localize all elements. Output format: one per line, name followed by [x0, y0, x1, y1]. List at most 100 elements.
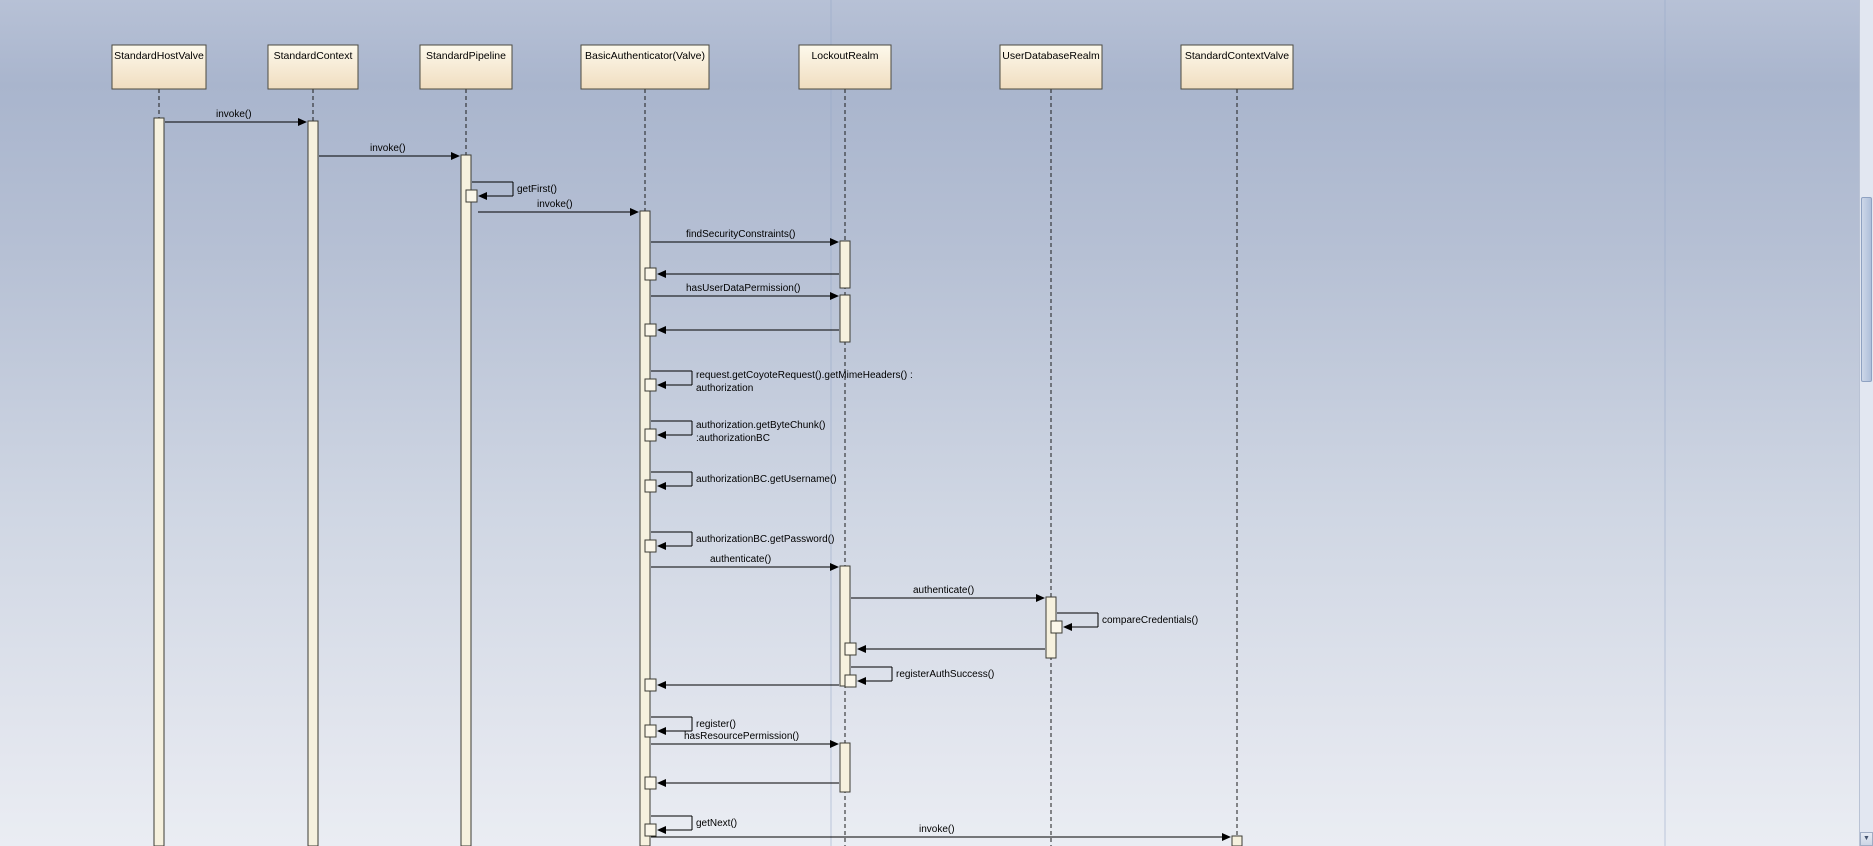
message-5-return[interactable]	[644, 267, 839, 281]
message-label: authorizationBC.getUsername()	[696, 474, 837, 485]
arrowhead-icon	[1036, 594, 1045, 602]
message-label: request.getCoyoteRequest().getMimeHeader…	[696, 370, 913, 394]
arrowhead-icon	[830, 740, 839, 748]
arrowhead-icon	[657, 381, 666, 389]
message-label: register()	[696, 719, 736, 730]
actor-box[interactable]	[419, 44, 513, 90]
arrowhead-icon	[657, 779, 666, 787]
actor-standardcontext[interactable]: StandardContext	[267, 44, 359, 90]
actor-box[interactable]	[111, 44, 207, 90]
activation-bar[interactable]	[839, 294, 851, 343]
arrowhead-icon	[657, 727, 666, 735]
arrowhead-icon	[657, 542, 666, 550]
actor-lockoutrealm[interactable]: LockoutRealm	[798, 44, 892, 90]
actor-name: UserDatabaseRealm	[1002, 50, 1100, 62]
arrowhead-icon	[630, 208, 639, 216]
message-4-call[interactable]: findSecurityConstraints()	[651, 229, 839, 246]
actor-name: BasicAuthenticator(Valve)	[585, 50, 705, 62]
message-22-call[interactable]: invoke()	[651, 824, 1231, 841]
message-label: findSecurityConstraints()	[686, 229, 795, 240]
arrowhead-icon	[657, 270, 666, 278]
activation-bar[interactable]	[839, 240, 851, 289]
message-11-self[interactable]: authorizationBC.getPassword()	[644, 531, 834, 553]
message-label: authorizationBC.getPassword()	[696, 534, 834, 545]
actor-standardhostvalve[interactable]: StandardHostValve	[111, 44, 207, 90]
message-7-return[interactable]	[644, 323, 839, 337]
message-21-self[interactable]: getNext()	[644, 815, 737, 837]
message-label: getFirst()	[517, 184, 557, 195]
message-20-return[interactable]	[644, 776, 839, 790]
vertical-scrollbar[interactable]: ▼	[1859, 0, 1873, 846]
message-18-self[interactable]: register()	[644, 716, 736, 738]
activation-bar[interactable]	[639, 210, 651, 846]
nested-activation	[1050, 620, 1063, 634]
activation-bar[interactable]	[839, 565, 851, 687]
actor-name: StandardHostValve	[114, 50, 204, 62]
actor-box[interactable]	[580, 44, 710, 90]
nested-activation	[644, 724, 657, 738]
nested-activation	[644, 539, 657, 553]
message-10-self[interactable]: authorizationBC.getUsername()	[644, 471, 837, 493]
actor-box[interactable]	[798, 44, 892, 90]
message-2-self[interactable]: getFirst()	[465, 181, 557, 203]
message-16-self[interactable]: registerAuthSuccess()	[844, 666, 994, 688]
arrowhead-icon	[657, 482, 666, 490]
arrowhead-icon	[657, 826, 666, 834]
arrowhead-icon	[830, 563, 839, 571]
arrowhead-icon	[657, 431, 666, 439]
message-17-return[interactable]	[644, 678, 839, 692]
actor-box[interactable]	[267, 44, 359, 90]
actor-box[interactable]	[1180, 44, 1294, 90]
actor-box[interactable]	[999, 44, 1103, 90]
arrowhead-icon	[857, 677, 866, 685]
nested-activation	[644, 378, 657, 392]
message-0-call[interactable]: invoke()	[165, 109, 307, 126]
nested-activation	[644, 267, 657, 281]
message-1-call[interactable]: invoke()	[319, 143, 460, 160]
message-19-call[interactable]: hasResourcePermission()	[651, 731, 839, 748]
nested-activation	[644, 823, 657, 837]
message-label: invoke()	[370, 143, 406, 154]
actor-standardcontextvalve[interactable]: StandardContextValve	[1180, 44, 1294, 90]
message-label: invoke()	[919, 824, 955, 835]
message-15-return[interactable]	[844, 642, 1045, 656]
message-13-call[interactable]: authenticate()	[851, 585, 1045, 602]
message-3-call[interactable]: invoke()	[478, 199, 639, 216]
activation-bar[interactable]	[153, 117, 165, 846]
message-label: invoke()	[216, 109, 252, 120]
message-14-self[interactable]: compareCredentials()	[1050, 612, 1198, 634]
activation-bar[interactable]	[839, 742, 851, 793]
arrowhead-icon	[451, 152, 460, 160]
message-6-call[interactable]: hasUserDataPermission()	[651, 283, 839, 300]
actor-userdatabaserealm[interactable]: UserDatabaseRealm	[999, 44, 1103, 90]
actor-name: LockoutRealm	[811, 50, 878, 62]
activation-bar[interactable]	[460, 154, 472, 846]
actor-standardpipeline[interactable]: StandardPipeline	[419, 44, 513, 90]
activation-bar[interactable]	[1231, 835, 1243, 846]
message-label: authenticate()	[710, 554, 771, 565]
message-label: registerAuthSuccess()	[896, 669, 994, 680]
nested-activation	[844, 642, 857, 656]
nested-activation	[644, 428, 657, 442]
message-12-call[interactable]: authenticate()	[651, 554, 839, 571]
nested-activation	[465, 189, 478, 203]
actor-basicauthenticator-valve[interactable]: BasicAuthenticator(Valve)	[580, 44, 710, 90]
scrollbar-thumb[interactable]	[1861, 197, 1872, 382]
arrowhead-icon	[830, 238, 839, 246]
nested-activation	[644, 776, 657, 790]
actor-name: StandardPipeline	[426, 50, 506, 62]
message-9-self[interactable]: authorization.getByteChunk():authorizati…	[644, 420, 826, 444]
message-label: compareCredentials()	[1102, 615, 1198, 626]
arrowhead-icon	[478, 192, 487, 200]
message-label: authorization.getByteChunk():authorizati…	[696, 420, 826, 444]
nested-activation	[644, 479, 657, 493]
activation-bar[interactable]	[307, 120, 319, 846]
nested-activation	[644, 678, 657, 692]
arrowhead-icon	[830, 292, 839, 300]
scroll-down-button[interactable]: ▼	[1860, 832, 1873, 846]
arrowhead-icon	[298, 118, 307, 126]
message-8-self[interactable]: request.getCoyoteRequest().getMimeHeader…	[644, 370, 913, 394]
scroll-down-icon: ▼	[1863, 835, 1870, 842]
arrowhead-icon	[1222, 833, 1231, 841]
